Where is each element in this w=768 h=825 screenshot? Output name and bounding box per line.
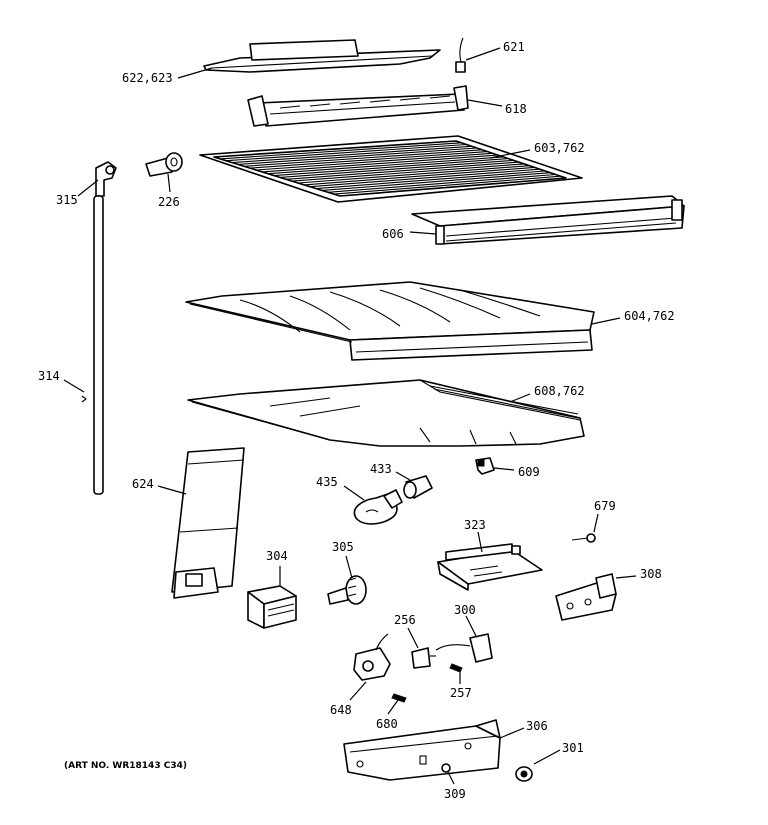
part-603-shelf <box>199 135 583 203</box>
part-226-plug <box>145 152 183 177</box>
label-315: 315 <box>56 193 78 207</box>
part-609-clip <box>475 457 495 475</box>
label-323: 323 <box>464 518 486 532</box>
label-309: 309 <box>444 787 466 801</box>
label-308: 308 <box>640 567 662 581</box>
label-604-762: 604,762 <box>624 309 675 323</box>
label-226: 226 <box>158 195 180 209</box>
label-679: 679 <box>594 499 616 513</box>
part-648-motor <box>353 633 391 681</box>
label-301: 301 <box>562 741 584 755</box>
label-435: 435 <box>316 475 338 489</box>
label-433: 433 <box>370 462 392 476</box>
part-labels: 621 622,623 618 603,762 315 226 606 604,… <box>38 40 675 801</box>
part-305-knob <box>327 575 367 605</box>
part-304-block <box>247 585 297 629</box>
part-309-screw <box>441 763 451 773</box>
part-300-thermostat <box>435 633 493 663</box>
part-608-frame <box>187 379 585 447</box>
label-306: 306 <box>526 719 548 733</box>
label-618: 618 <box>505 102 527 116</box>
part-622-623-cover <box>203 39 441 73</box>
part-679-screw <box>571 533 596 543</box>
label-256: 256 <box>394 613 416 627</box>
part-680-screw <box>391 693 407 703</box>
part-306-bracket <box>343 719 501 781</box>
part-315-bracket <box>95 161 117 197</box>
label-624: 624 <box>132 477 154 491</box>
label-305: 305 <box>332 540 354 554</box>
part-301-cap <box>515 766 533 782</box>
part-308-bracket <box>555 573 617 621</box>
part-604-cover <box>185 281 595 361</box>
art-number: (ART NO. WR18143 C34) <box>64 761 187 771</box>
label-606: 606 <box>382 227 404 241</box>
part-435-bulb <box>353 489 403 525</box>
label-680: 680 <box>376 717 398 731</box>
label-648: 648 <box>330 703 352 717</box>
part-621-wire <box>455 37 466 73</box>
part-606-rail <box>411 195 685 245</box>
part-624-panel <box>171 447 245 599</box>
label-621: 621 <box>503 40 525 54</box>
part-323-bracket <box>437 543 543 591</box>
label-300: 300 <box>454 603 476 617</box>
label-257: 257 <box>450 686 472 700</box>
part-618-light-housing <box>247 85 469 127</box>
part-256-switch <box>411 647 436 669</box>
label-609: 609 <box>518 465 540 479</box>
label-314: 314 <box>38 369 60 383</box>
part-314-rod <box>81 195 104 495</box>
part-433-socket <box>403 475 433 499</box>
label-622-623: 622,623 <box>122 71 173 85</box>
label-608-762: 608,762 <box>534 384 585 398</box>
label-304: 304 <box>266 549 288 563</box>
label-603-762: 603,762 <box>534 141 585 155</box>
leader-lines <box>63 47 637 785</box>
